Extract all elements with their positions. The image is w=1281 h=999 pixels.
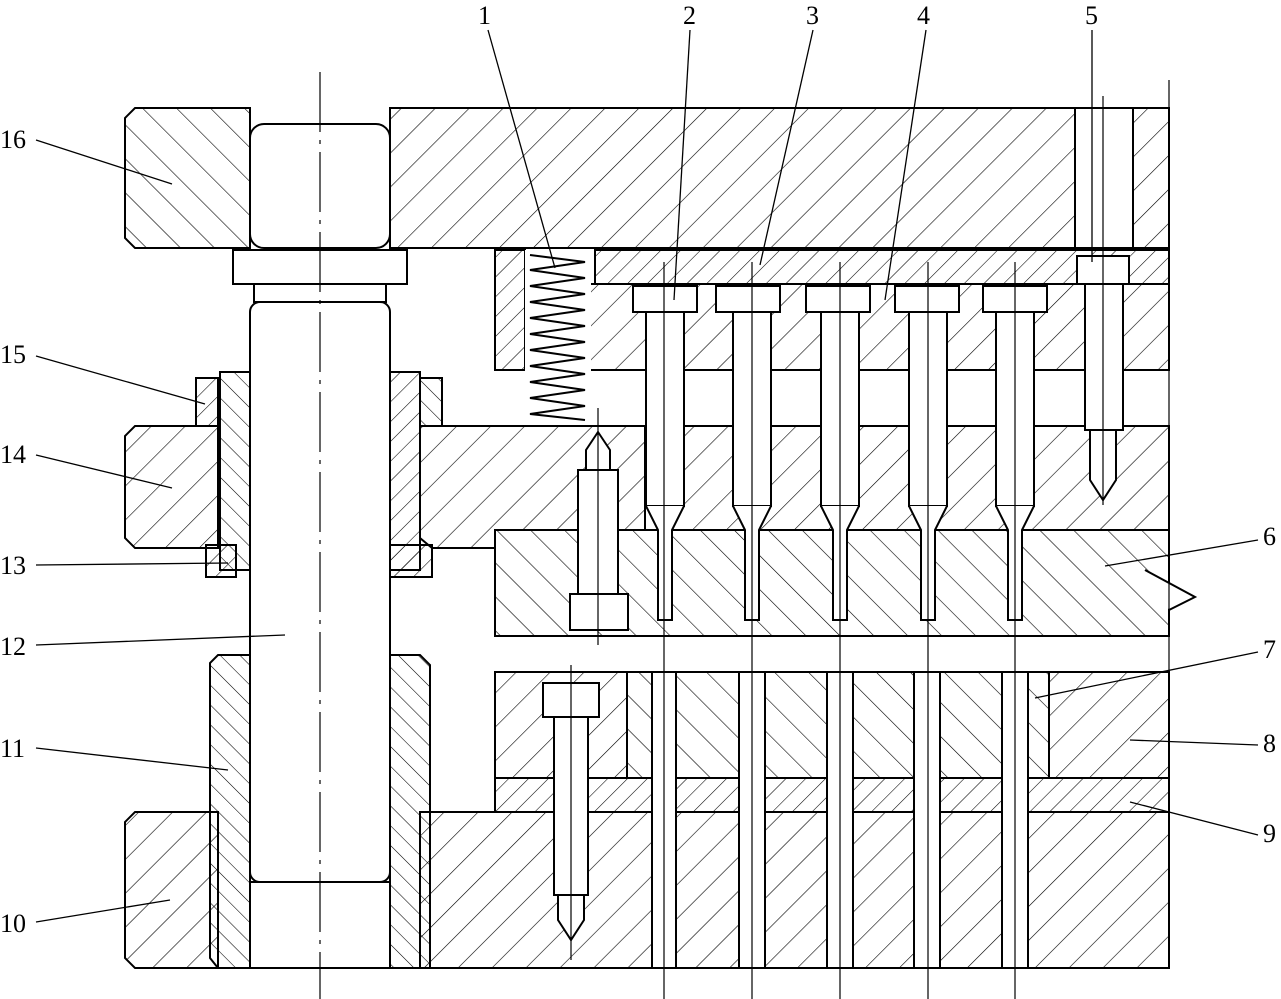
label-2: 2 <box>683 1 696 30</box>
label-8: 8 <box>1263 729 1276 758</box>
label-10: 10 <box>0 909 26 938</box>
label-7: 7 <box>1263 635 1276 664</box>
label-16: 16 <box>0 125 26 154</box>
backing-plate <box>594 249 1170 285</box>
lower-guide-bushing <box>209 654 431 969</box>
label-13: 13 <box>0 551 26 580</box>
spring <box>525 250 591 425</box>
label-12: 12 <box>0 632 26 661</box>
label-6: 6 <box>1263 522 1276 551</box>
label-1: 1 <box>478 1 491 30</box>
label-4: 4 <box>917 1 930 30</box>
part-labels: 1 2 3 4 5 6 7 8 9 10 11 12 13 14 15 16 <box>0 1 1276 938</box>
label-3: 3 <box>806 1 819 30</box>
upper-die-plate <box>124 107 1170 249</box>
label-14: 14 <box>0 440 26 469</box>
leader-lines <box>35 29 1259 923</box>
label-11: 11 <box>0 734 25 763</box>
label-9: 9 <box>1263 819 1276 848</box>
label-15: 15 <box>0 340 26 369</box>
stripper-flange-left <box>124 425 219 549</box>
lower-die-shoe <box>124 811 1170 969</box>
center-lines <box>319 72 1170 999</box>
label-5: 5 <box>1085 1 1098 30</box>
